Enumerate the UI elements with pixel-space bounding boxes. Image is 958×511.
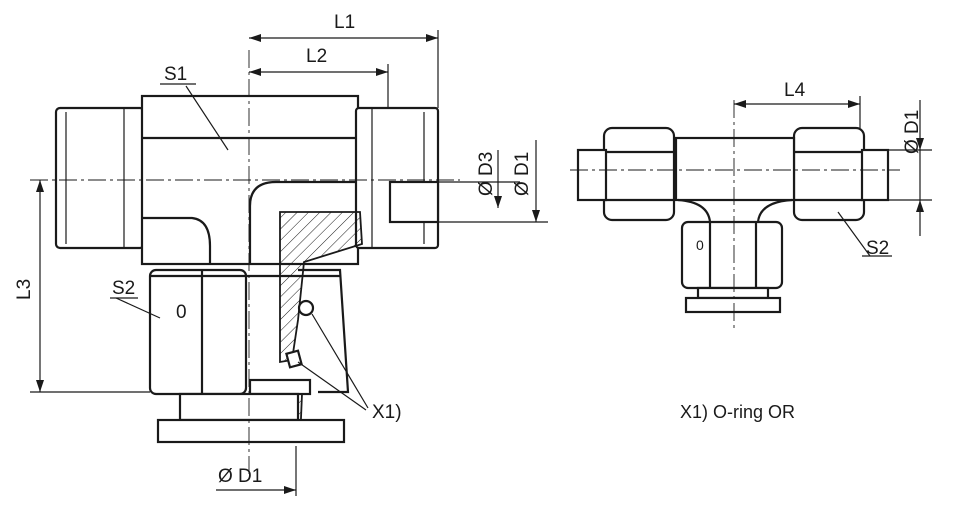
body-section-hatch <box>279 211 363 364</box>
label-l4: L4 <box>784 80 806 101</box>
label-s2-right: S2 <box>866 238 889 259</box>
right-view <box>570 96 932 330</box>
label-d3: Ø D3 <box>476 152 497 196</box>
o-ring <box>297 299 315 317</box>
right-view-body <box>674 136 796 202</box>
label-d1-side: Ø D1 <box>512 152 533 196</box>
label-l1: L1 <box>334 12 355 33</box>
label-d1-right: Ø D1 <box>902 110 923 154</box>
right-view-left-nut <box>576 126 676 222</box>
nut-mark-right: 0 <box>696 237 704 253</box>
label-l3: L3 <box>14 279 35 300</box>
label-s1: S1 <box>164 64 187 85</box>
footnote-o-ring: X1) O-ring OR <box>680 402 795 422</box>
label-x1: X1) <box>372 402 402 423</box>
lower-nut <box>148 268 350 396</box>
label-d1-bottom: Ø D1 <box>218 466 262 487</box>
right-view-right-nut <box>792 126 890 222</box>
right-view-bottom-nut <box>680 220 784 314</box>
label-s2-left: S2 <box>112 278 135 299</box>
right-thread-stud <box>354 106 440 250</box>
nut-mark-left: 0 <box>176 302 187 323</box>
label-l2: L2 <box>306 46 327 67</box>
left-thread-stud <box>54 106 146 250</box>
seal <box>285 349 303 369</box>
bottom-tube <box>156 378 346 444</box>
left-view <box>30 30 548 496</box>
